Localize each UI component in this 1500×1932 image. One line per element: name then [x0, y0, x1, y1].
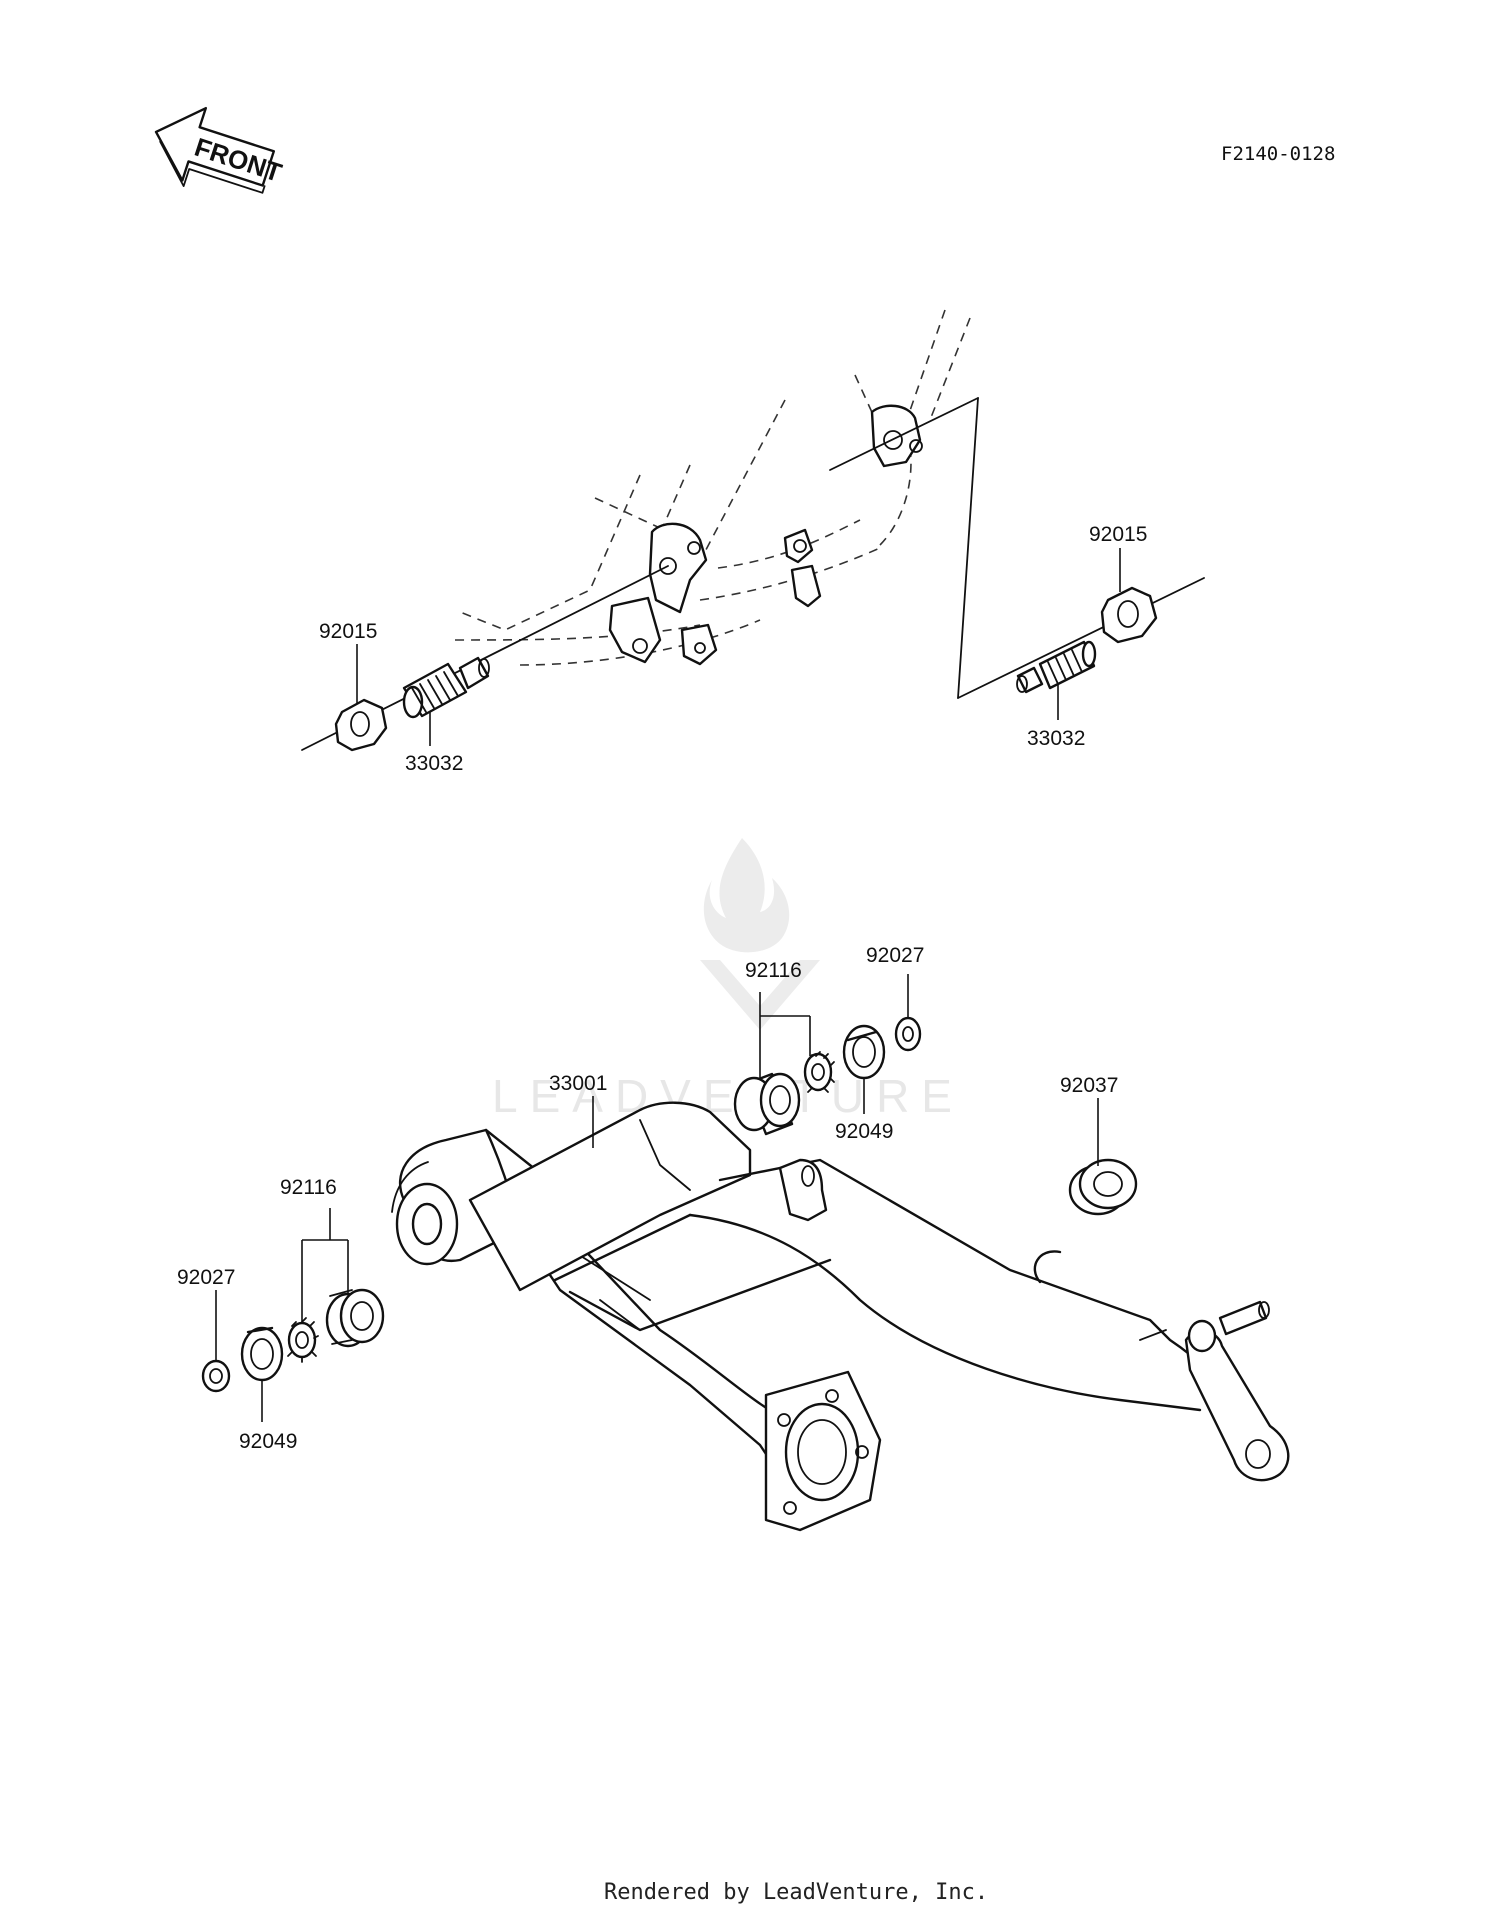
label-washer-left: 92027	[177, 1266, 235, 1289]
needle-bearing-left	[287, 1317, 319, 1363]
label-bearing-set-left: 92116	[280, 1176, 337, 1199]
washer-left	[201, 1359, 231, 1393]
swing-arm	[391, 1101, 1290, 1532]
part-labels: 92015 33032 92015 33032 33001 92116 9202…	[177, 523, 1147, 1453]
label-cap: 92037	[1060, 1074, 1118, 1097]
label-nut-right: 92015	[1089, 523, 1147, 546]
circlip	[1033, 1250, 1062, 1284]
pivot-axis-right-top	[829, 397, 979, 471]
bearing-set-top	[733, 1051, 835, 1136]
needle-bearing-top	[803, 1051, 835, 1093]
label-seal-left: 92049	[239, 1430, 297, 1453]
watermark-text: LEADVENTURE	[492, 1070, 964, 1122]
watermark: LEADVENTURE	[492, 838, 964, 1122]
pivot-shaft-right	[1016, 640, 1097, 694]
footer-credit: Rendered by LeadVenture, Inc.	[604, 1880, 988, 1905]
frame-outline	[454, 309, 971, 666]
figure-ref: F2140-0128	[1221, 143, 1335, 165]
bearing-set-left	[287, 1288, 385, 1363]
label-swing-arm: 33001	[549, 1072, 607, 1095]
label-shaft-right: 33032	[1027, 727, 1085, 750]
leader-lines	[215, 548, 1121, 1422]
label-nut-left: 92015	[319, 620, 377, 643]
frame-bracket-right	[870, 404, 923, 468]
flame-logo-icon	[700, 838, 820, 1030]
label-seal-top: 92049	[835, 1120, 893, 1143]
pivot-axis-right-bend	[957, 397, 979, 699]
pivot-nut-right	[1100, 586, 1158, 644]
seal-top	[842, 1024, 886, 1080]
label-washer-top: 92027	[866, 944, 924, 967]
pivot-axis-right-bottom	[957, 577, 1205, 699]
label-bearing-set-top: 92116	[745, 959, 802, 982]
front-arrow: FRONT	[154, 106, 286, 194]
pivot-nut-left	[334, 698, 388, 752]
label-shaft-left: 33032	[405, 752, 463, 775]
pivot-shaft-left	[402, 656, 490, 719]
seal-left	[240, 1326, 284, 1382]
frame-bracket-left	[608, 522, 718, 666]
washer-top	[894, 1016, 922, 1052]
cap	[1068, 1158, 1138, 1216]
frame-bracket-mid	[783, 528, 822, 608]
